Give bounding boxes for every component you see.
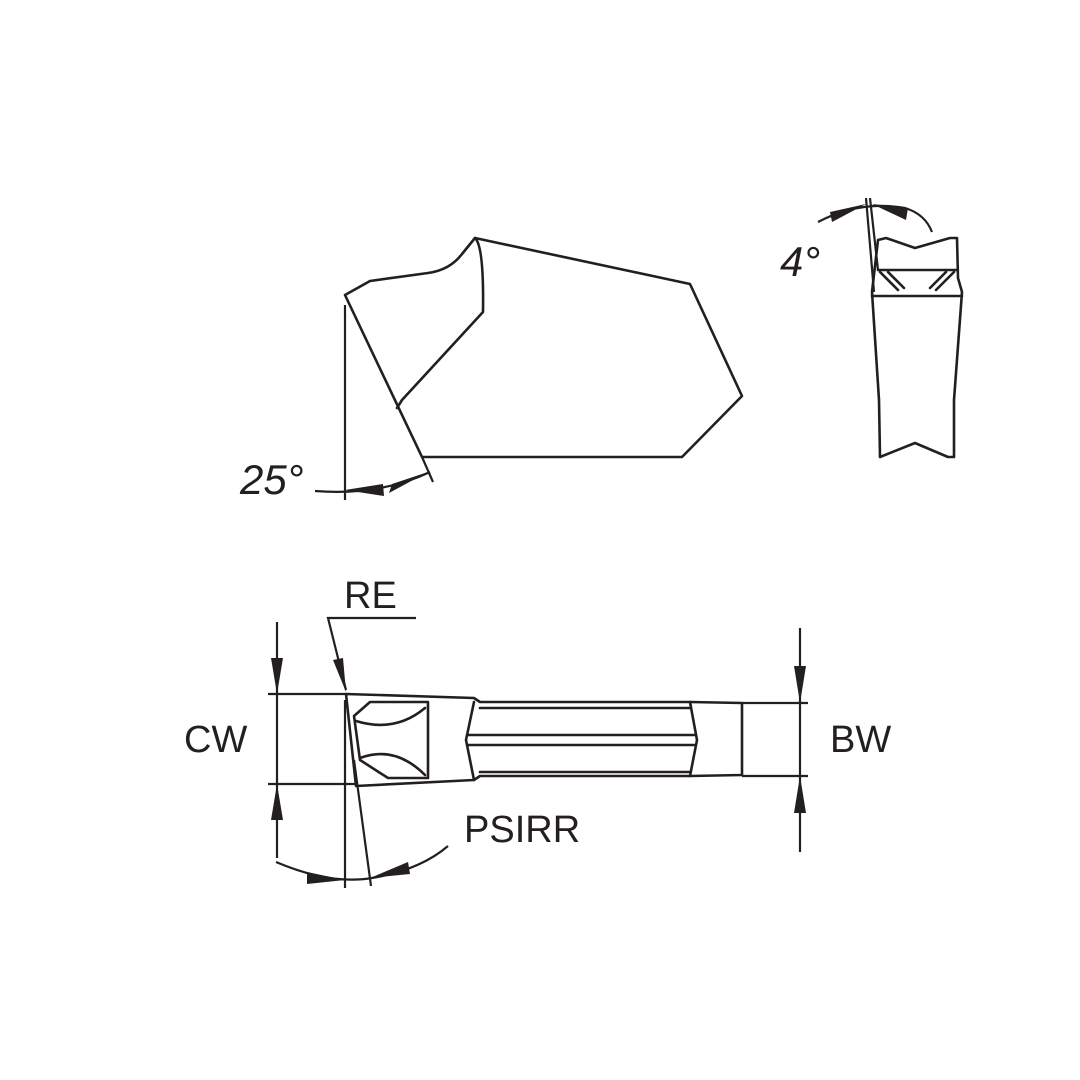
re-label: RE: [344, 575, 397, 617]
angle-4-label: 4°: [780, 238, 820, 285]
bw-label: BW: [830, 719, 891, 761]
psirr-label: PSIRR: [464, 809, 580, 851]
cw-label: CW: [184, 719, 247, 761]
angle-25-label: 25°: [239, 456, 304, 503]
end-view: 4°: [780, 197, 964, 459]
side-view: 25°: [239, 236, 744, 503]
top-view: CW BW RE PSIRR: [184, 575, 891, 888]
